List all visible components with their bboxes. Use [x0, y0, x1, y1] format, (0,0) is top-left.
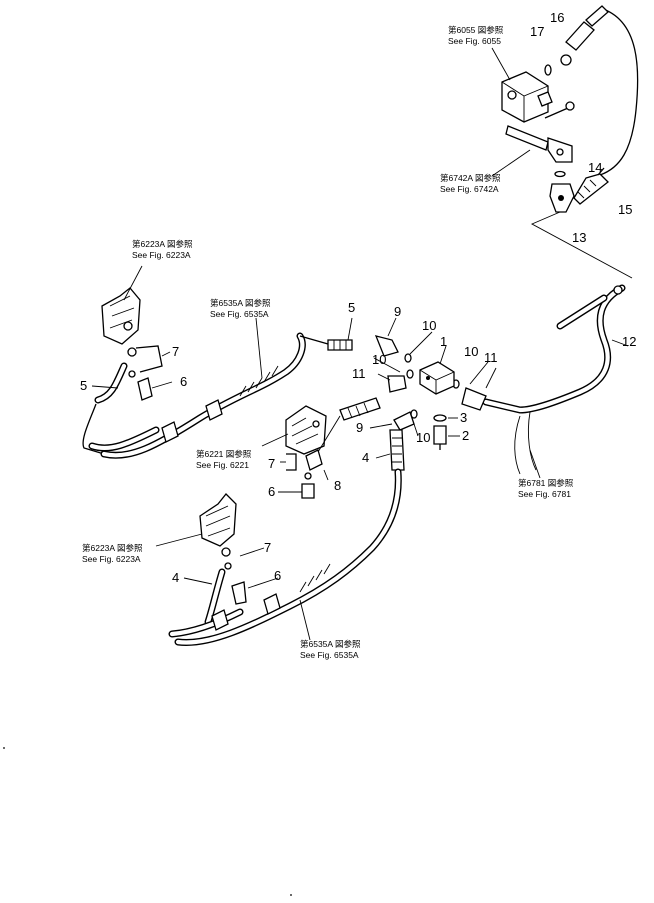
- svg-text:第6535A 図参照: 第6535A 図参照: [300, 639, 361, 649]
- center-6221-assembly: [261, 405, 341, 499]
- callout-6-upper: 6: [180, 374, 187, 389]
- callout-10-d: 10: [416, 430, 430, 445]
- callout-4-left: 4: [172, 570, 179, 585]
- ref-fig-6535A-top: 第6535A 図参照 See Fig. 6535A: [210, 298, 271, 319]
- ref-fig-6535A-bottom: 第6535A 図参照 See Fig. 6535A: [300, 639, 361, 660]
- callout-7-center: 7: [268, 456, 275, 471]
- svg-text:See Fig. 6055: See Fig. 6055: [448, 36, 501, 46]
- svg-text:第6742A 図参照: 第6742A 図参照: [440, 173, 501, 183]
- svg-text:See Fig. 6221: See Fig. 6221: [196, 460, 249, 470]
- callout-10-c: 10: [464, 344, 478, 359]
- callout-9-upper: 9: [394, 304, 401, 319]
- callout-12: 12: [622, 334, 636, 349]
- scan-speck: [290, 894, 292, 896]
- callout-10-b: 10: [372, 352, 386, 367]
- callout-2: 2: [462, 428, 469, 443]
- callout-15: 15: [618, 202, 632, 217]
- upper-left-assembly: [82, 265, 329, 459]
- ref-fig-6221: 第6221 図参照 See Fig. 6221: [196, 449, 252, 470]
- figure-reference-labels: 第6055 図参照 See Fig. 6055 第6742A 図参照 See F…: [82, 25, 574, 660]
- callout-8: 8: [334, 478, 341, 493]
- upper-valve-assembly: [501, 5, 639, 279]
- ref-fig-6055: 第6055 図参照 See Fig. 6055: [448, 25, 511, 81]
- callout-4-center: 4: [362, 450, 369, 465]
- callout-7-lower: 7: [264, 540, 271, 555]
- ref-fig-6742A: 第6742A 図参照 See Fig. 6742A: [440, 149, 531, 194]
- svg-text:第6781 図参照: 第6781 図参照: [518, 478, 574, 488]
- callout-6-center: 6: [268, 484, 275, 499]
- callout-14: 14: [588, 160, 602, 175]
- svg-text:See Fig. 6223A: See Fig. 6223A: [82, 554, 141, 564]
- svg-text:第6223A 図参照: 第6223A 図参照: [82, 543, 143, 553]
- callout-17: 17: [530, 24, 544, 39]
- svg-text:See Fig. 6742A: See Fig. 6742A: [440, 184, 499, 194]
- callout-13: 13: [572, 230, 586, 245]
- callout-11-right: 11: [484, 350, 498, 365]
- scan-speck: [3, 747, 5, 749]
- callout-1: 1: [440, 334, 447, 349]
- callout-9-lower: 9: [356, 420, 363, 435]
- callout-6-lower: 6: [274, 568, 281, 583]
- svg-text:See Fig. 6223A: See Fig. 6223A: [132, 250, 191, 260]
- callout-5-center: 5: [348, 300, 355, 315]
- callout-16: 16: [550, 10, 564, 25]
- svg-text:See Fig. 6535A: See Fig. 6535A: [210, 309, 269, 319]
- callout-3: 3: [460, 410, 467, 425]
- callout-7-upper: 7: [172, 344, 179, 359]
- svg-text:第6535A 図参照: 第6535A 図参照: [210, 298, 271, 308]
- callout-11-left: 11: [352, 366, 366, 381]
- svg-text:See Fig. 6781: See Fig. 6781: [518, 489, 571, 499]
- callout-5-left: 5: [80, 378, 87, 393]
- svg-text:第6055 図参照: 第6055 図参照: [448, 25, 504, 35]
- ref-fig-6223A-bottom: 第6223A 図参照 See Fig. 6223A: [82, 543, 143, 564]
- part-number-callouts: 16 17 14 15 13 12 5 9 10 1 10 11 10 11 3…: [80, 10, 636, 585]
- ref-fig-6223A-top: 第6223A 図参照 See Fig. 6223A: [132, 239, 193, 260]
- svg-text:第6221 図参照: 第6221 図参照: [196, 449, 252, 459]
- hose-12: [482, 284, 629, 475]
- center-fittings: [323, 317, 497, 481]
- lower-left-assembly: [155, 468, 402, 647]
- svg-text:See Fig. 6535A: See Fig. 6535A: [300, 650, 359, 660]
- callout-10-a: 10: [422, 318, 436, 333]
- ref-fig-6781: 第6781 図参照 See Fig. 6781: [518, 449, 574, 499]
- svg-text:第6223A 図参照: 第6223A 図参照: [132, 239, 193, 249]
